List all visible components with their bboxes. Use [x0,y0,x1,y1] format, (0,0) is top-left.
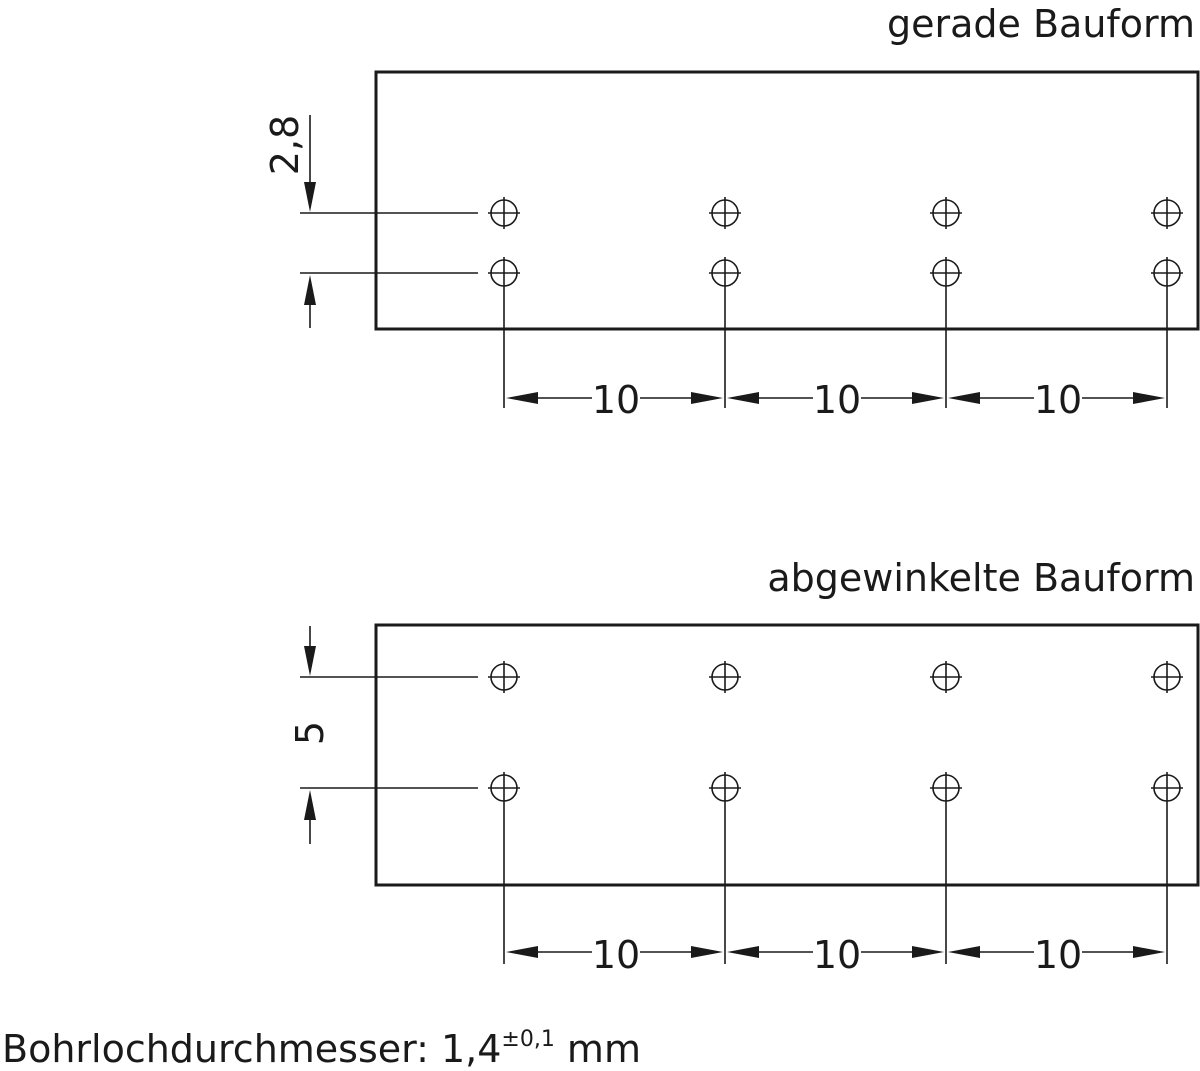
drill-hole-icon [488,772,520,804]
column-pitch-label: 10 [1034,933,1082,977]
component-outline [374,70,1200,331]
drill-diameter-unit: mm [555,1027,641,1071]
column-pitch-label: 10 [592,378,640,422]
drill-diameter-note: Bohrlochdurchmesser: 1,4±0,1 mm [2,1027,641,1071]
arrow-down-icon [304,182,316,212]
arrow-up-icon [304,275,316,305]
column-pitch-dimension: 10 [506,378,723,422]
drill-hole-icon [709,257,741,289]
drill-hole-icon [1151,257,1183,289]
column-pitch-label: 10 [813,933,861,977]
column-pitch-dimension: 10 [727,933,944,977]
arrow-right-icon [1133,946,1165,958]
drill-hole-icon [709,772,741,804]
view-title: abgewinkelte Bauform [767,556,1195,600]
row-pitch-label: 5 [288,721,332,745]
column-pitch-dimension: 10 [506,933,723,977]
arrow-left-icon [727,392,759,404]
row-pitch-dimension: 2,8 [263,115,316,328]
row-pitch-dimension: 5 [288,626,332,844]
column-pitch-label: 10 [592,933,640,977]
arrow-right-icon [912,392,944,404]
arrow-down-icon [304,646,316,676]
view-title: gerade Bauform [887,2,1195,46]
drill-diameter-tolerance: ±0,1 [501,1027,554,1052]
column-pitch-dimension: 10 [727,378,944,422]
column-pitch-dimension: 10 [948,378,1165,422]
view-angled: abgewinkelte Bauform 5 [288,556,1200,977]
drill-hole-icon [488,661,520,693]
drill-hole-icon [1151,197,1183,229]
row-pitch-label: 2,8 [263,115,307,175]
drill-hole-icon [488,197,520,229]
drill-hole-icon [488,257,520,289]
arrow-left-icon [948,392,980,404]
arrow-up-icon [304,790,316,820]
hole-row [488,197,1183,229]
column-pitch-dimension: 10 [948,933,1165,977]
drill-hole-icon [930,257,962,289]
drill-hole-icon [1151,661,1183,693]
arrow-right-icon [691,946,723,958]
arrow-left-icon [948,946,980,958]
component-outline [374,623,1200,887]
drill-hole-icon [930,661,962,693]
drill-hole-icon [1151,772,1183,804]
hole-row [488,661,1183,693]
drill-hole-icon [709,197,741,229]
arrow-left-icon [506,946,538,958]
drill-hole-icon [930,197,962,229]
drill-hole-icon [930,772,962,804]
arrow-right-icon [912,946,944,958]
hole-row [488,772,1183,804]
arrow-left-icon [727,946,759,958]
arrow-right-icon [691,392,723,404]
drill-hole-icon [709,661,741,693]
column-pitch-label: 10 [1034,378,1082,422]
drill-diameter-label: Bohrlochdurchmesser: 1,4 [2,1027,501,1071]
column-pitch-label: 10 [813,378,861,422]
hole-row [488,257,1183,289]
arrow-left-icon [506,392,538,404]
view-straight: gerade Bauform 2,8 [263,2,1200,422]
arrow-right-icon [1133,392,1165,404]
